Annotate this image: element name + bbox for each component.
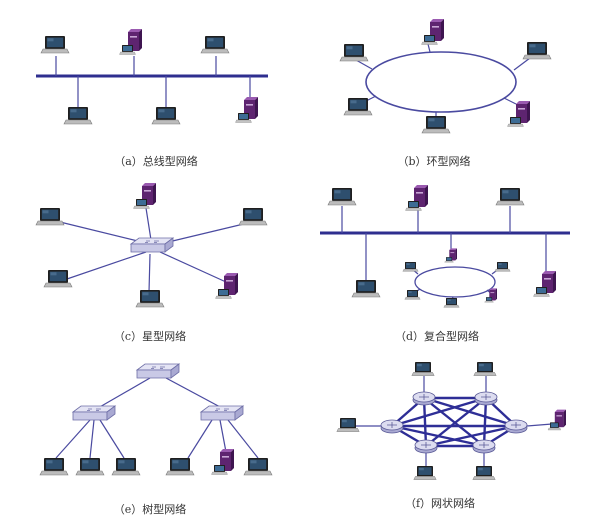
laptop-icon [495,187,525,206]
bus-topology [36,28,268,125]
laptop-icon [443,297,460,308]
laptop-icon [343,97,373,116]
switch-icon [130,237,174,253]
laptop-icon [39,457,69,476]
server-icon [119,28,143,55]
laptop-icon [472,465,496,480]
server-icon [533,270,557,297]
server-icon [421,18,445,45]
tree-topology [39,363,273,476]
laptop-icon [75,457,105,476]
star-topology [35,182,268,308]
caption-ring: （b）环型网络 [397,154,470,168]
server-icon [484,288,498,303]
laptop-icon [238,207,268,226]
laptop-icon [135,289,165,308]
server-icon [211,448,235,475]
router-icon [474,391,498,406]
server-icon [133,182,157,209]
server-icon [444,248,458,263]
laptop-icon [421,115,451,134]
mesh-topology [336,361,567,480]
laptop-icon [339,43,369,62]
switch-icon [136,363,180,379]
caption-star: （c）星型网络 [114,329,186,343]
laptop-icon [402,261,419,272]
server-icon [547,409,567,431]
laptop-icon [43,269,73,288]
router-icon [380,419,404,434]
laptop-icon [411,361,435,376]
server-icon [405,184,429,211]
laptop-icon [63,106,93,125]
laptop-icon [351,279,381,298]
laptop-icon [40,35,70,54]
router-icon [414,439,438,454]
laptop-icon [151,106,181,125]
switch-icon [72,405,116,421]
caption-mesh: （f）网状网络 [405,496,475,510]
caption-hybrid: （d）复合型网络 [395,329,479,343]
laptop-icon [35,207,65,226]
laptop-icon [404,289,421,300]
server-icon [215,272,239,299]
router-icon [472,439,496,454]
switch-icon [200,405,244,421]
router-icon [504,419,528,434]
laptop-icon [327,187,357,206]
laptop-icon [522,41,552,60]
laptop-icon [473,361,497,376]
laptop-icon [111,457,141,476]
server-icon [235,96,259,123]
laptop-icon [165,457,195,476]
laptop-icon [494,261,511,272]
server-icon [507,100,531,127]
hybrid-topology [320,184,570,308]
caption-tree: （e）树型网络 [114,502,187,516]
caption-bus: （a）总线型网络 [114,154,198,168]
laptop-icon [243,457,273,476]
laptop-icon [336,417,360,432]
ring-topology [339,18,552,134]
router-icon [412,391,436,406]
laptop-icon [413,465,437,480]
laptop-icon [200,35,230,54]
